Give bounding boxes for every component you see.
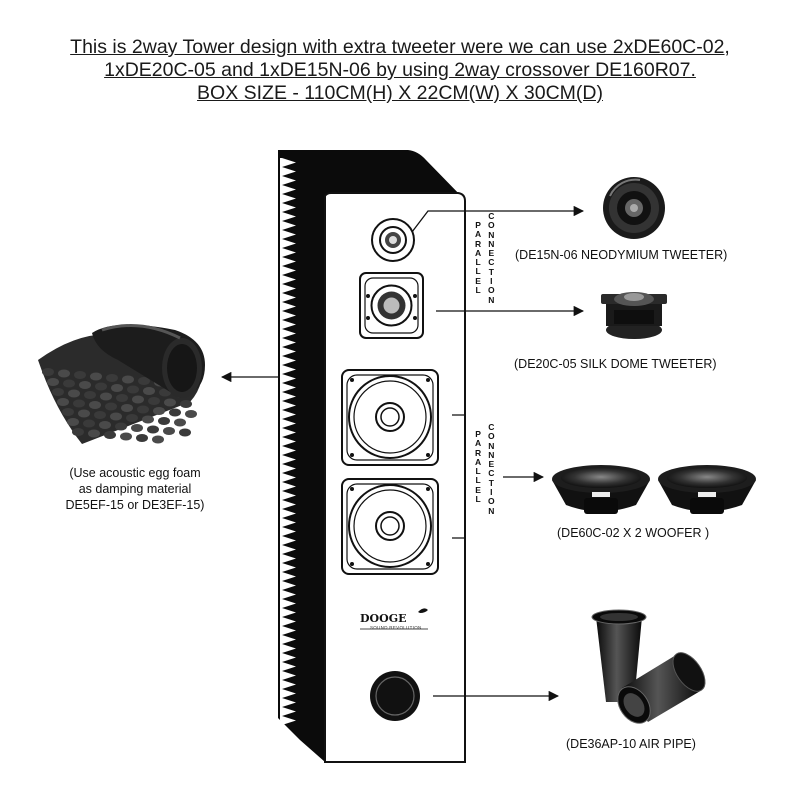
foam-egg-bump	[94, 411, 106, 419]
foam-egg-bump	[126, 414, 138, 422]
foam-egg-bump	[137, 405, 149, 414]
foam-egg-bump	[179, 428, 191, 437]
foam-egg-bump	[84, 391, 96, 399]
diagram-title: This is 2way Tower design with extra twe…	[0, 36, 800, 105]
foam-egg-bump	[105, 402, 117, 411]
foam-egg-bump	[115, 422, 127, 431]
foam-egg-bump	[131, 424, 143, 432]
foam-egg-bump	[163, 427, 175, 435]
brand-logo-text: DOOGE	[360, 612, 407, 625]
neodymium-tweeter-image	[603, 177, 665, 239]
foam-egg-bump	[143, 387, 155, 395]
woofer-image-right	[658, 465, 756, 514]
foam-egg-bump	[180, 400, 192, 408]
foam-egg-bump	[138, 377, 150, 385]
foam-egg-bump	[79, 381, 91, 389]
foam-egg-bump	[158, 417, 170, 425]
foam-egg-bump	[142, 415, 154, 424]
cabinet-foam-edge	[280, 158, 296, 725]
foam-egg-bump	[164, 398, 176, 407]
brand-tagline: SOUND REVOLUTION	[370, 625, 422, 630]
foam-egg-bump	[95, 382, 107, 391]
foam-egg-bump	[99, 421, 111, 429]
foam-egg-bump	[122, 375, 134, 384]
foam-egg-bump	[78, 409, 90, 418]
label-air-pipe: (DE36AP-10 AIR PIPE)	[566, 737, 696, 751]
baffle-silk-dome-tweeter	[359, 272, 424, 339]
foam-egg-bump	[62, 408, 74, 416]
foam-egg-bump	[110, 412, 122, 421]
foam-egg-bump	[63, 379, 75, 388]
arrow-neodymium-tweeter	[411, 205, 585, 233]
foam-egg-bump	[52, 388, 64, 396]
foam-egg-bump	[132, 395, 144, 404]
foam-egg-bump	[89, 401, 101, 409]
foam-egg-bump	[58, 369, 70, 378]
baffle-woofer-lower	[341, 478, 439, 575]
label-neodymium-tweeter: (DE15N-06 NEODYMIUM TWEETER)	[515, 248, 728, 262]
foam-egg-bump	[100, 392, 112, 401]
silk-dome-tweeter-image	[601, 292, 667, 339]
bracket-woofer-parallel	[452, 414, 466, 539]
foam-egg-bump	[185, 410, 197, 418]
foam-egg-bump	[169, 408, 181, 417]
baffle-neodymium-tweeter	[371, 218, 415, 262]
baffle-air-port	[370, 671, 420, 721]
baffle-woofer-upper	[341, 369, 439, 466]
air-pipe-image	[591, 609, 706, 724]
foam-egg-bump	[67, 418, 79, 426]
label-silk-dome-tweeter: (DE20C-05 SILK DOME TWEETER)	[514, 357, 717, 371]
foam-note: (Use acoustic egg foam as damping materi…	[45, 465, 225, 513]
foam-egg-bump	[68, 389, 80, 398]
foam-note-line-3: DE5EF-15 or DE3EF-15)	[65, 498, 205, 512]
label-woofer: (DE60C-02 X 2 WOOFER )	[557, 526, 710, 540]
foam-egg-bump	[121, 404, 133, 412]
foam-egg-bump	[147, 425, 159, 434]
foam-note-line-2: as damping material	[78, 482, 192, 496]
foam-egg-bump	[83, 419, 95, 428]
acoustic-egg-foam-image	[38, 324, 205, 444]
foam-egg-bump	[148, 397, 160, 405]
foam-egg-bump	[72, 428, 84, 436]
foam-egg-bump	[57, 398, 69, 406]
foam-egg-bump	[104, 431, 116, 439]
dooge-logo-mark	[360, 608, 428, 630]
title-line-3: BOX SIZE - 110CM(H) X 22CM(W) X 30CM(D)	[197, 82, 603, 104]
foam-egg-bump	[74, 371, 86, 379]
foam-egg-bump	[90, 372, 102, 381]
foam-egg-bump	[111, 384, 123, 392]
foam-egg-bump	[106, 374, 118, 382]
foam-egg-bump	[47, 378, 59, 386]
foam-egg-bump	[127, 385, 139, 394]
foam-egg-bump	[73, 399, 85, 408]
title-line-2: 1xDE20C-05 and 1xDE15N-06 by using 2way …	[104, 59, 696, 81]
title-line-1: This is 2way Tower design with extra twe…	[70, 36, 730, 58]
foam-egg-bump	[174, 418, 186, 427]
foam-egg-bump	[153, 407, 165, 415]
foam-note-line-1: (Use acoustic egg foam	[69, 466, 201, 480]
foam-egg-bump	[42, 368, 54, 376]
woofer-image-left	[552, 465, 650, 514]
foam-egg-bump	[120, 432, 132, 441]
foam-egg-bump	[152, 435, 164, 444]
foam-egg-bump	[116, 394, 128, 402]
foam-egg-bump	[136, 434, 148, 442]
foam-egg-bump	[88, 429, 100, 438]
